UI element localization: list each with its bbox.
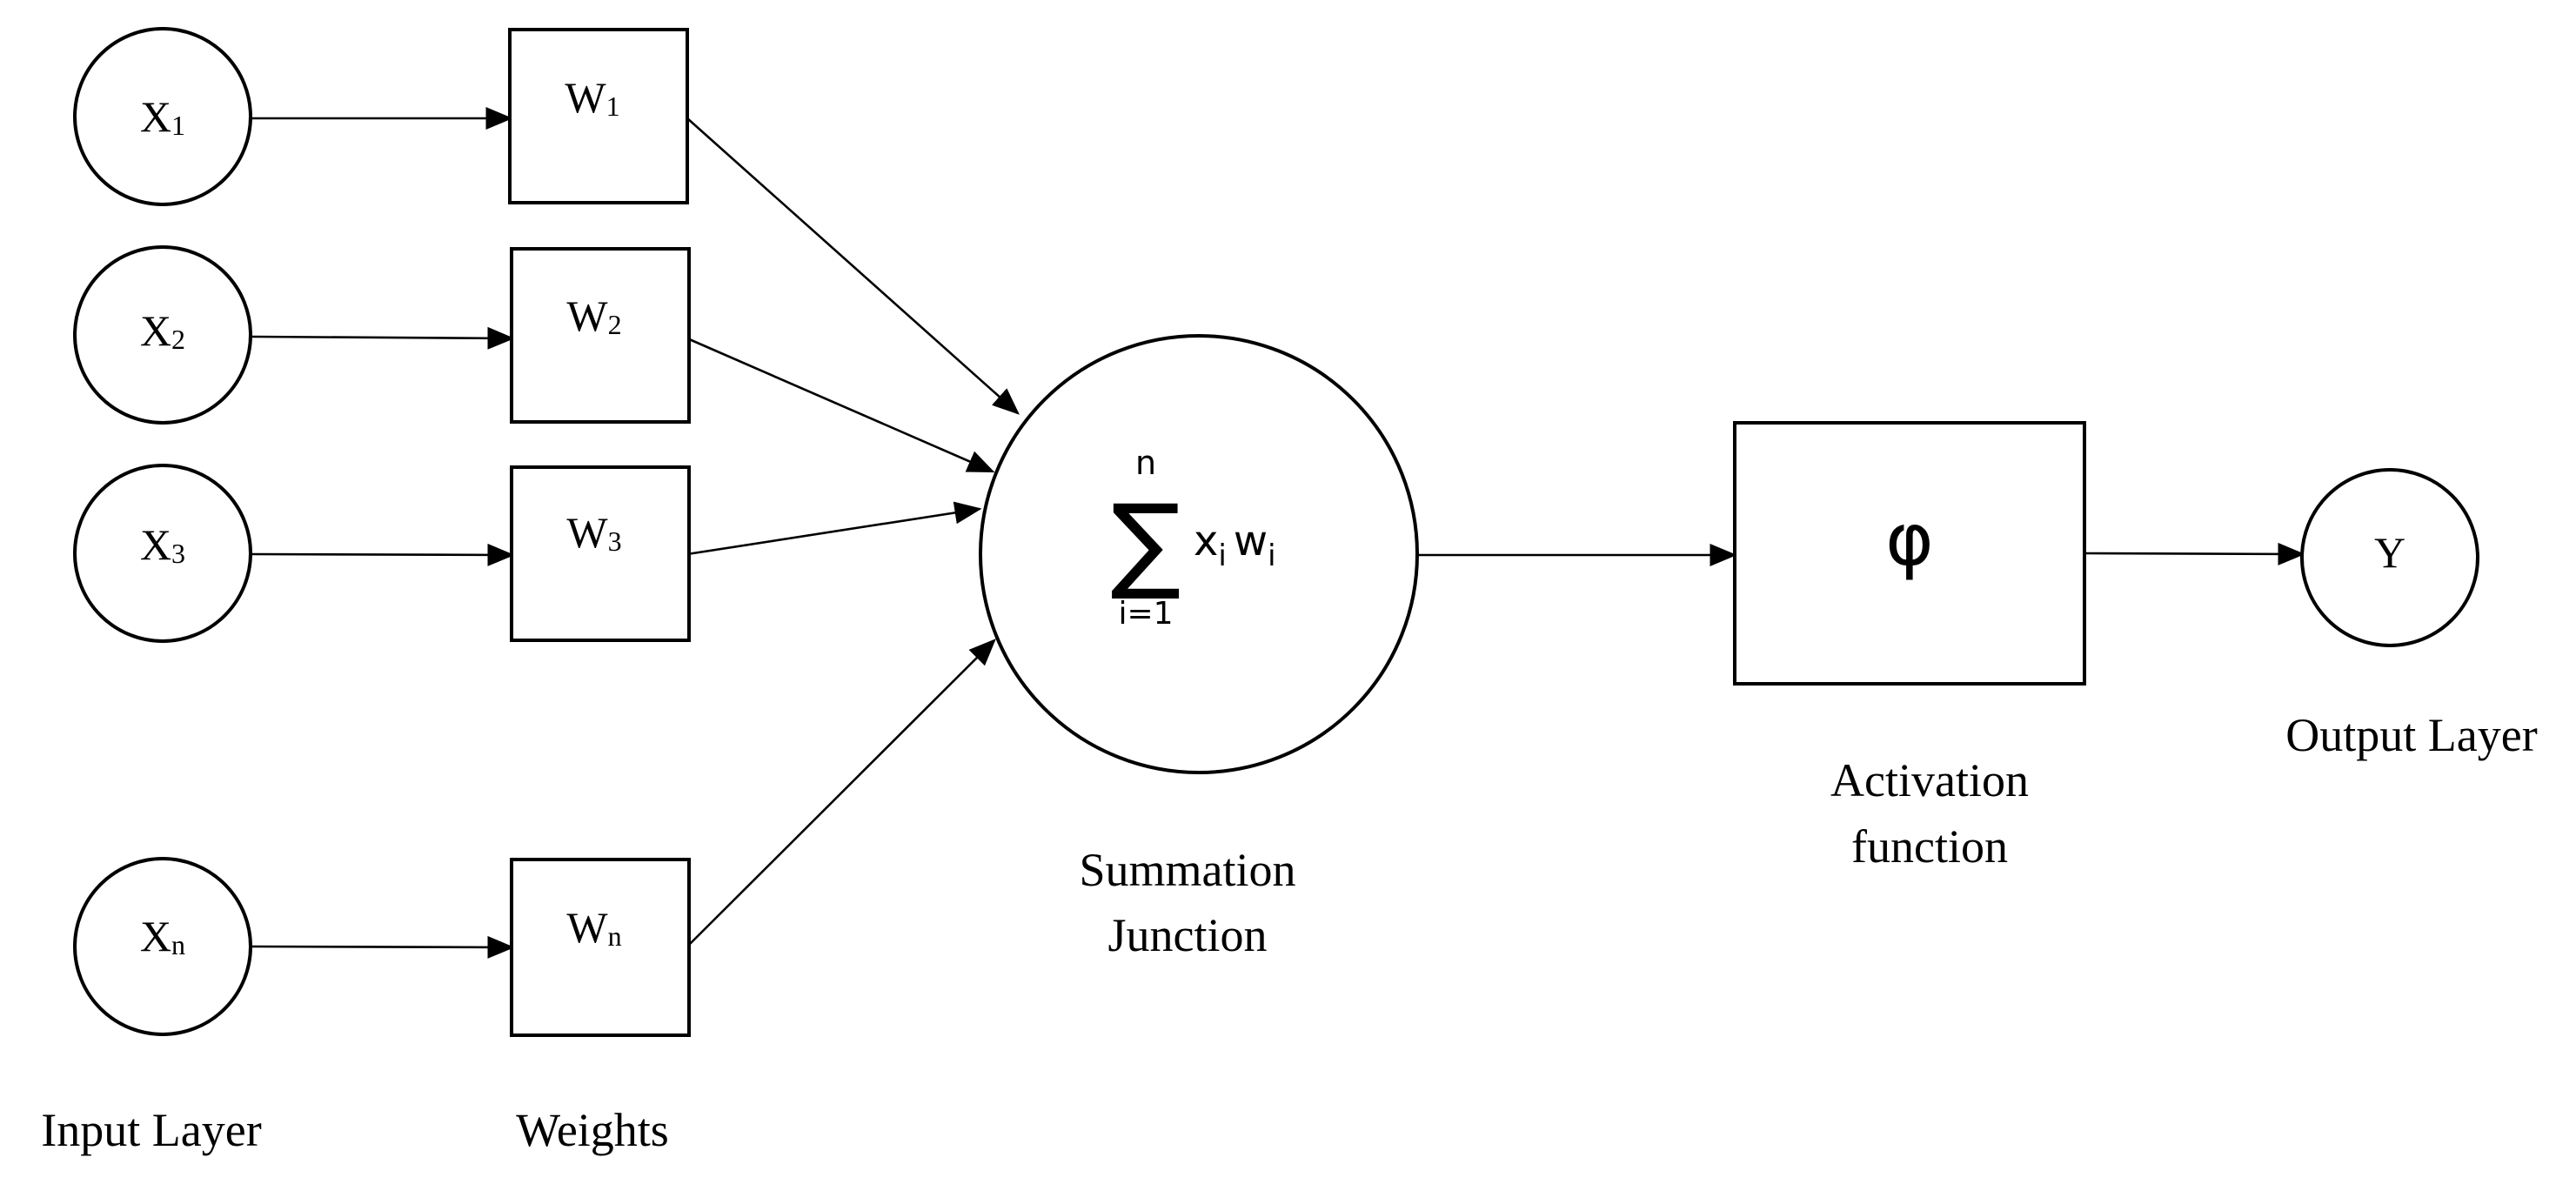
- svg-text:Wn: Wn: [566, 903, 621, 952]
- svg-text:X3: X3: [140, 520, 185, 569]
- input-subscript: 3: [171, 538, 185, 569]
- caption-summation-line2: Junction: [1108, 909, 1268, 961]
- caption-weights: Weights: [516, 1104, 669, 1156]
- edge-activation-output: [2084, 542, 2305, 565]
- caption-output-layer: Output Layer: [2285, 709, 2537, 761]
- input-node-x2: X2: [73, 245, 252, 425]
- svg-text:X2: X2: [140, 306, 185, 355]
- weight-label: W: [565, 73, 606, 122]
- svg-text:W3: W3: [566, 508, 621, 557]
- edge-x2-w2: [251, 326, 515, 350]
- activation-function-box: φ: [1733, 421, 2086, 686]
- svg-text:W1: W1: [565, 73, 619, 122]
- caption-activation-line2: function: [1851, 820, 2008, 873]
- input-subscript: n: [171, 929, 185, 960]
- weight-subscript: 3: [608, 525, 622, 557]
- input-label: X: [140, 92, 171, 141]
- input-subscript: 1: [171, 110, 185, 141]
- output-label: Y: [2374, 528, 2405, 577]
- weight-box-w3: W3: [510, 465, 691, 642]
- summation-sigma-icon: ∑: [1111, 483, 1181, 604]
- input-node-x1: X1: [73, 27, 252, 206]
- weight-subscript: 1: [606, 90, 620, 122]
- caption-input-layer: Input Layer: [41, 1104, 261, 1156]
- weight-box-wn: Wn: [510, 858, 691, 1037]
- summation-lower-limit: i=1: [1118, 596, 1173, 632]
- svg-text:X1: X1: [140, 92, 185, 141]
- weight-subscript: n: [608, 920, 622, 952]
- weight-label: W: [566, 903, 608, 952]
- input-label: X: [140, 912, 171, 960]
- caption-summation-line1: Summation: [1079, 844, 1295, 896]
- edge-x3-w3: [251, 543, 515, 566]
- output-node-y: Y: [2300, 468, 2479, 647]
- input-node-x3: X3: [73, 464, 252, 643]
- edge-wn-sum: [686, 639, 996, 947]
- caption-activation-line1: Activation: [1830, 754, 2029, 806]
- edge-w1-sum: [686, 117, 1020, 415]
- input-label: X: [140, 520, 171, 569]
- svg-text:Xn: Xn: [140, 912, 185, 960]
- weight-box-w2: W2: [510, 247, 691, 424]
- edge-w3-sum: [686, 501, 982, 556]
- phi-symbol: φ: [1885, 497, 1933, 582]
- weight-box-w1: W1: [508, 28, 689, 204]
- weight-label: W: [566, 291, 608, 340]
- svg-text:W2: W2: [566, 291, 621, 340]
- input-subscript: 2: [171, 324, 185, 355]
- input-node-xn: Xn: [73, 857, 252, 1036]
- edge-w2-sum: [686, 337, 995, 473]
- input-label: X: [140, 306, 171, 355]
- summation-upper-limit: n: [1135, 444, 1156, 482]
- weight-label: W: [566, 508, 608, 557]
- weight-subscript: 2: [608, 309, 622, 340]
